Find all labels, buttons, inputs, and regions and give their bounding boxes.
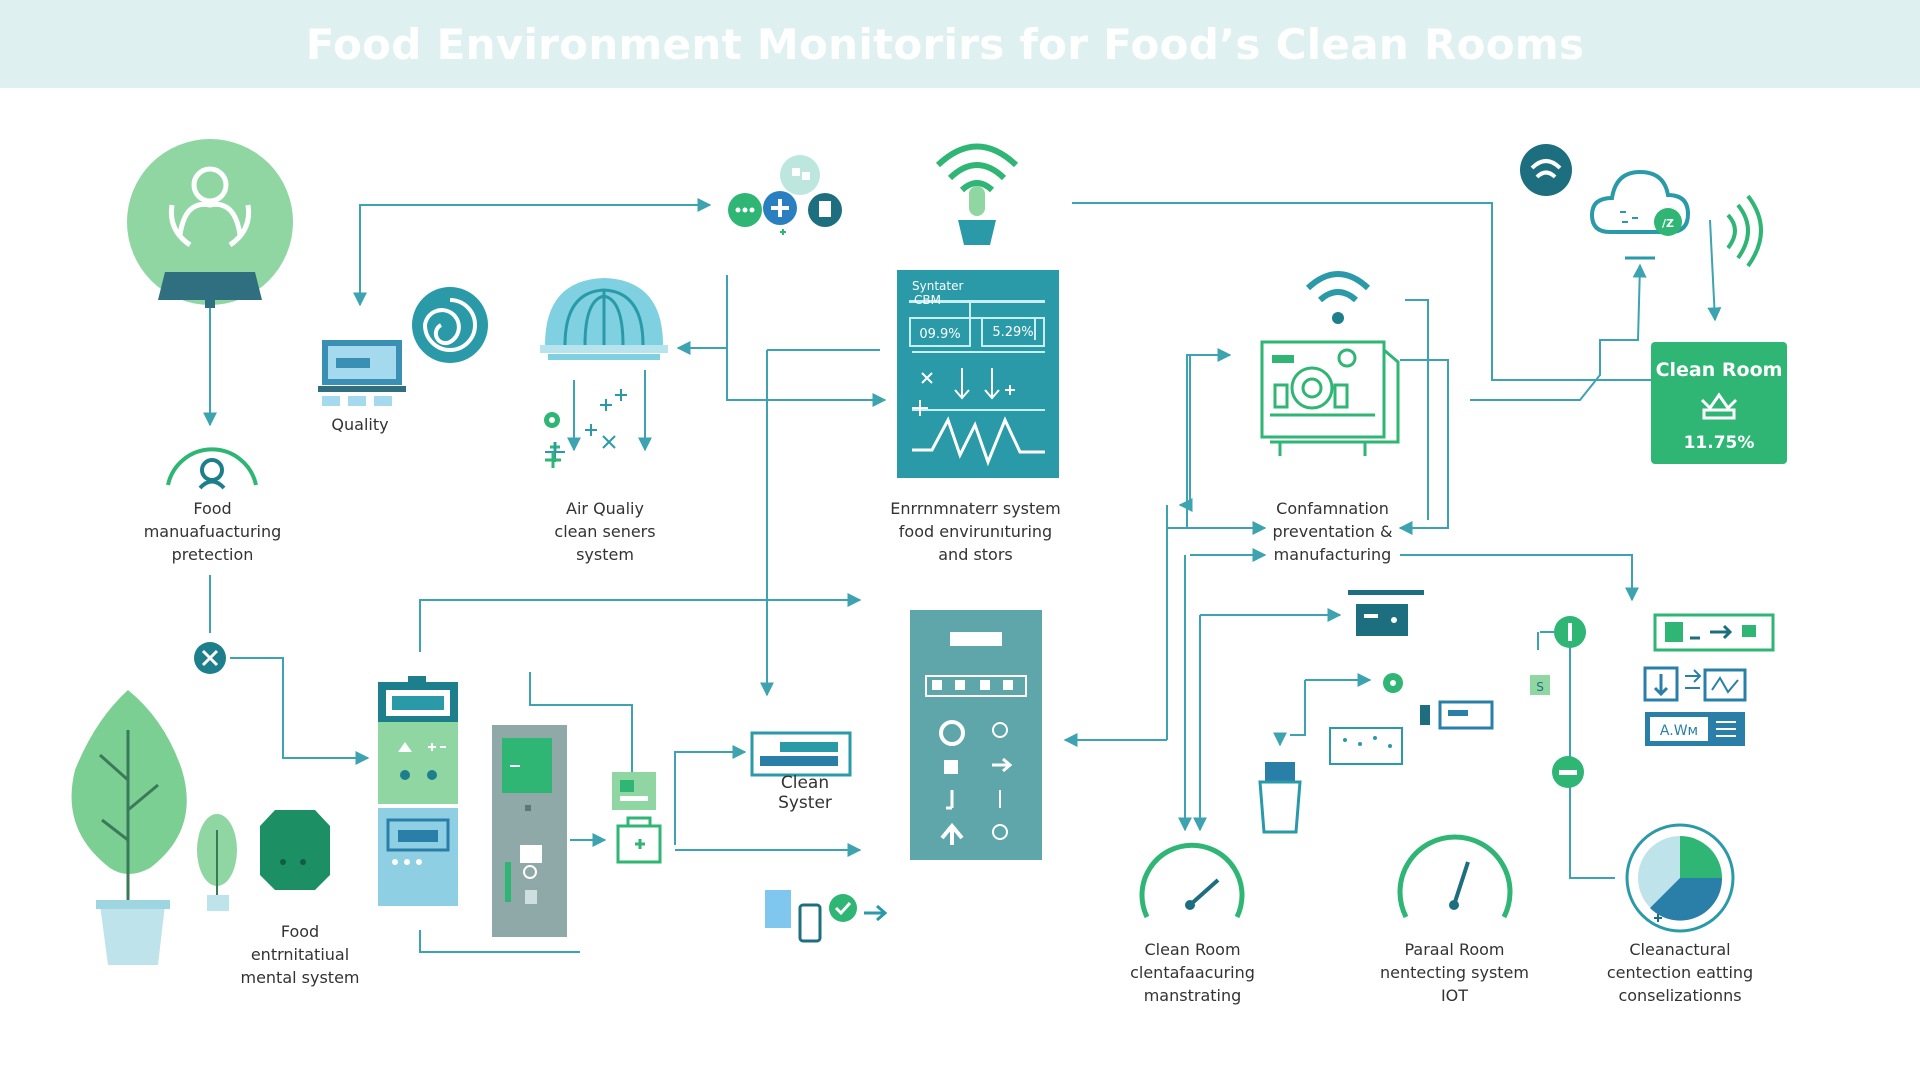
laptop-icon [318,340,406,406]
wireless-icon [1726,194,1763,268]
contamination-label: Confamnation preventation & manufacturin… [1272,499,1393,564]
control-unit-icon [378,676,458,906]
air-quality-label: Air Qualiy clean seners system [554,499,656,564]
gauge-1-icon [1139,842,1245,919]
clean-room-card [1651,342,1787,464]
environment-system-label: Enrrnmnaterr system food envirunıturing … [890,499,1061,564]
food-env-label: Food entrnitatiual mental system [240,922,360,987]
connectors [203,198,1730,953]
battery-icon [616,816,662,864]
dot-node-icon [1383,673,1403,693]
shield-icon [166,447,258,490]
swirl-icon [412,287,488,363]
cloud-tag: /Z [1662,217,1674,230]
dashboard-panel-icon [897,270,1059,478]
control-panel-icon [910,610,1042,860]
clean-system-label: Clean Syster [778,773,832,813]
gauge-1-label: Clean Room clentafaacuring manstrating [1130,940,1255,1005]
dashboard-title-1: Syntater [912,279,963,293]
minus-badge-icon [1552,756,1584,788]
device-box-icon [1420,700,1494,730]
air-dome-icon [540,278,668,360]
router-icon [1348,590,1424,636]
clean-room-card-title: Clean Room [1656,359,1783,381]
page-title: Food Environment Monitorirs for Food’s C… [305,20,1585,69]
signal-badge-icon [1520,144,1572,196]
bin-icon [1258,762,1302,834]
card-icon [612,772,656,810]
wifi-icon [1305,271,1371,324]
s-tag-icon [1530,675,1550,695]
quality-label: Quality [331,415,389,434]
cloud-icon [1589,169,1691,260]
clean-room-card-value: 11.75% [1684,433,1755,453]
close-icon [194,642,226,674]
server-icon [750,731,852,777]
wifi-antenna-icon [935,143,1019,245]
control-strip-icons [1643,613,1775,746]
power-badge-icon [1554,616,1586,648]
machine-icon [1260,340,1400,456]
connected-devices-icon [728,155,842,235]
gauge-2-label: Paraal Room nentecting system IOT [1380,940,1529,1005]
dashboard-value-1: 09.9% [919,327,960,342]
phone-check-icon [765,890,888,943]
robot-icon [260,810,330,890]
pie-label: Cleanactural centection eatting conseliz… [1606,940,1754,1005]
dashboard-title-2: CBM [914,293,941,307]
tree-icon [71,690,237,965]
food-protection-label: Food manuafuacturing pretection [143,499,282,564]
gear-icon [544,412,560,428]
worker-icon [127,139,293,308]
sparkle-icon [545,389,627,468]
sensor-strip-icon [1329,727,1403,765]
gauge-2-icon [1397,834,1513,919]
header-bar: Food Environment Monitorirs for Food’s C… [0,0,1920,88]
cabinet-icon [492,725,567,937]
s-tag: S [1536,680,1544,694]
pie-chart-icon [1625,823,1735,933]
dashboard-value-2: 5.29% [992,325,1033,340]
wave-label: A.Wᴍ [1660,723,1698,739]
